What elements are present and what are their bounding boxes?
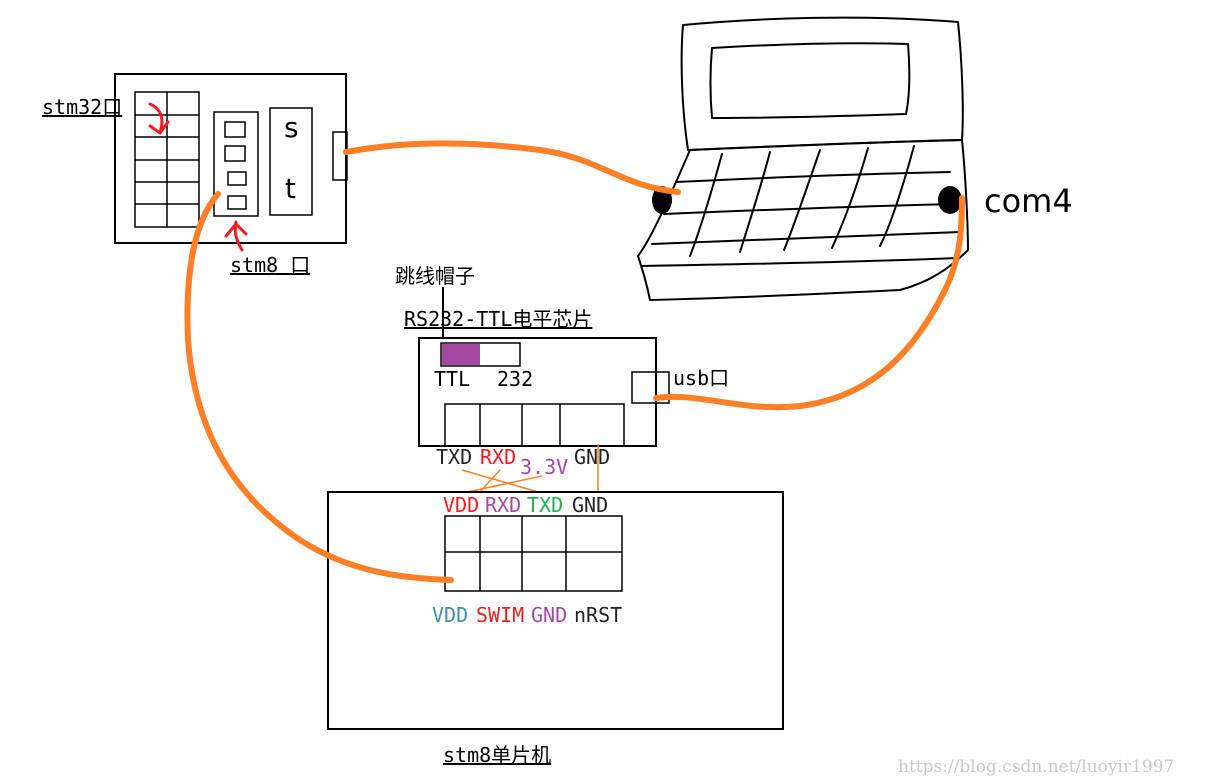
switch-s-label: s <box>284 111 299 144</box>
mcu-board-outline <box>327 491 784 730</box>
laptop-right-port-icon <box>938 186 962 214</box>
programmer-board: s t <box>114 73 348 252</box>
stm8-port-label: stm8 口 <box>230 253 310 277</box>
mcu-title-label: stm8单片机 <box>443 743 551 767</box>
mcu-pin-txd: TXD <box>527 493 563 517</box>
laptop-screen-inner <box>709 42 911 119</box>
cable-programmer-to-laptop <box>343 140 681 195</box>
mcu-pin-rxd: RXD <box>485 493 521 517</box>
rs232-chip-label: RS232-TTL电平芯片 <box>404 307 592 331</box>
switch-t-label: t <box>285 172 296 205</box>
stm32-arrow-icon <box>148 102 164 134</box>
st-switch: s t <box>269 107 313 216</box>
laptop-keyboard-base <box>637 139 969 301</box>
mcu-pin-gnd-top: GND <box>572 493 608 517</box>
ttl-label: TTL <box>434 367 470 391</box>
laptop-screen <box>680 16 964 151</box>
mcu-pin-header <box>444 515 623 592</box>
programmer-usb-connector <box>332 131 348 181</box>
mcu-pin-gnd-bottom: GND <box>531 603 567 627</box>
chip-pin-3v3: 3.3V <box>520 455 568 479</box>
stm32-arrowhead-icon <box>148 120 170 135</box>
rs232-ttl-module: TTL 232 <box>418 337 670 447</box>
chip-pin-gnd: GND <box>574 445 610 469</box>
stm32-port-grid <box>134 91 200 228</box>
stm8-arrowhead-icon <box>224 222 248 238</box>
module-usb-port <box>631 371 670 404</box>
usb-port-label: usb口 <box>673 366 729 390</box>
jumper-cap-label: 跳线帽子 <box>395 264 475 288</box>
com4-label: com4 <box>984 182 1073 220</box>
mcu-pin-vdd-top: VDD <box>443 493 479 517</box>
cable-module-usb-to-laptop <box>653 195 965 411</box>
chip-pin-txd: TXD <box>436 445 472 469</box>
laptop-sketch <box>637 16 969 301</box>
stm8-mcu-board: VDD RXD TXD GND VDD SWIM GND nRST <box>327 491 784 730</box>
mcu-pin-swim: SWIM <box>476 603 524 627</box>
jumper-cap <box>442 344 480 365</box>
cable-stm8-port-to-mcu <box>184 191 454 583</box>
mcu-pin-vdd-bottom: VDD <box>432 603 468 627</box>
mcu-pin-nrst: nRST <box>574 603 622 627</box>
module-pin-header <box>444 403 625 447</box>
stm8-port <box>213 111 259 217</box>
chip-pin-rxd: RXD <box>480 445 516 469</box>
watermark: https://blog.csdn.net/luoyir1997 <box>898 757 1174 777</box>
jumper-selector <box>440 342 521 367</box>
rs232-label: 232 <box>497 367 533 391</box>
stm32-port-label: stm32口 <box>42 95 122 119</box>
